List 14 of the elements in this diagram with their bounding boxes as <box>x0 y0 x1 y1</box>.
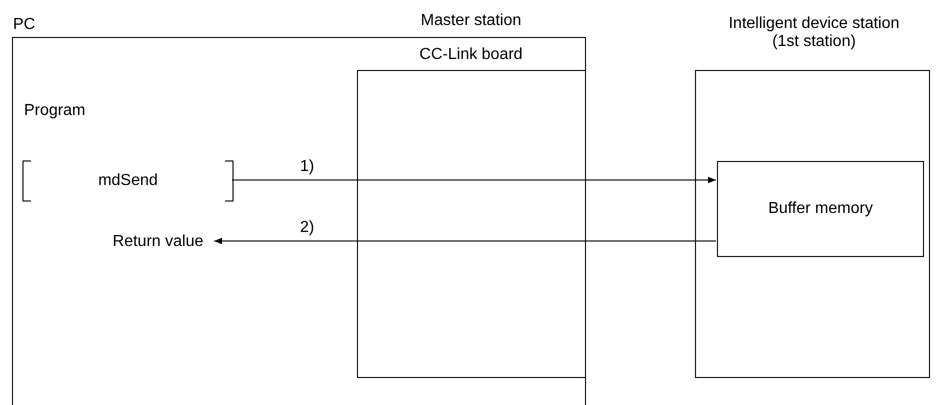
node-heading: PC <box>13 16 36 34</box>
arrow <box>214 238 716 244</box>
node-text: mdSend <box>97 172 159 190</box>
section-label: Program <box>24 102 86 120</box>
arrow <box>232 176 716 184</box>
buffer-memory-box <box>717 161 924 257</box>
node-heading: Intelligent device station (1st station) <box>728 15 900 51</box>
node-text: Return value <box>112 233 204 251</box>
section-label: Master station <box>420 12 522 30</box>
node-text: Buffer memory <box>767 200 874 218</box>
edge-label: 1) <box>300 158 314 176</box>
edge-label: 2) <box>300 219 314 237</box>
function-call-bracket <box>23 161 233 201</box>
section-label: CC-Link board <box>418 46 524 64</box>
